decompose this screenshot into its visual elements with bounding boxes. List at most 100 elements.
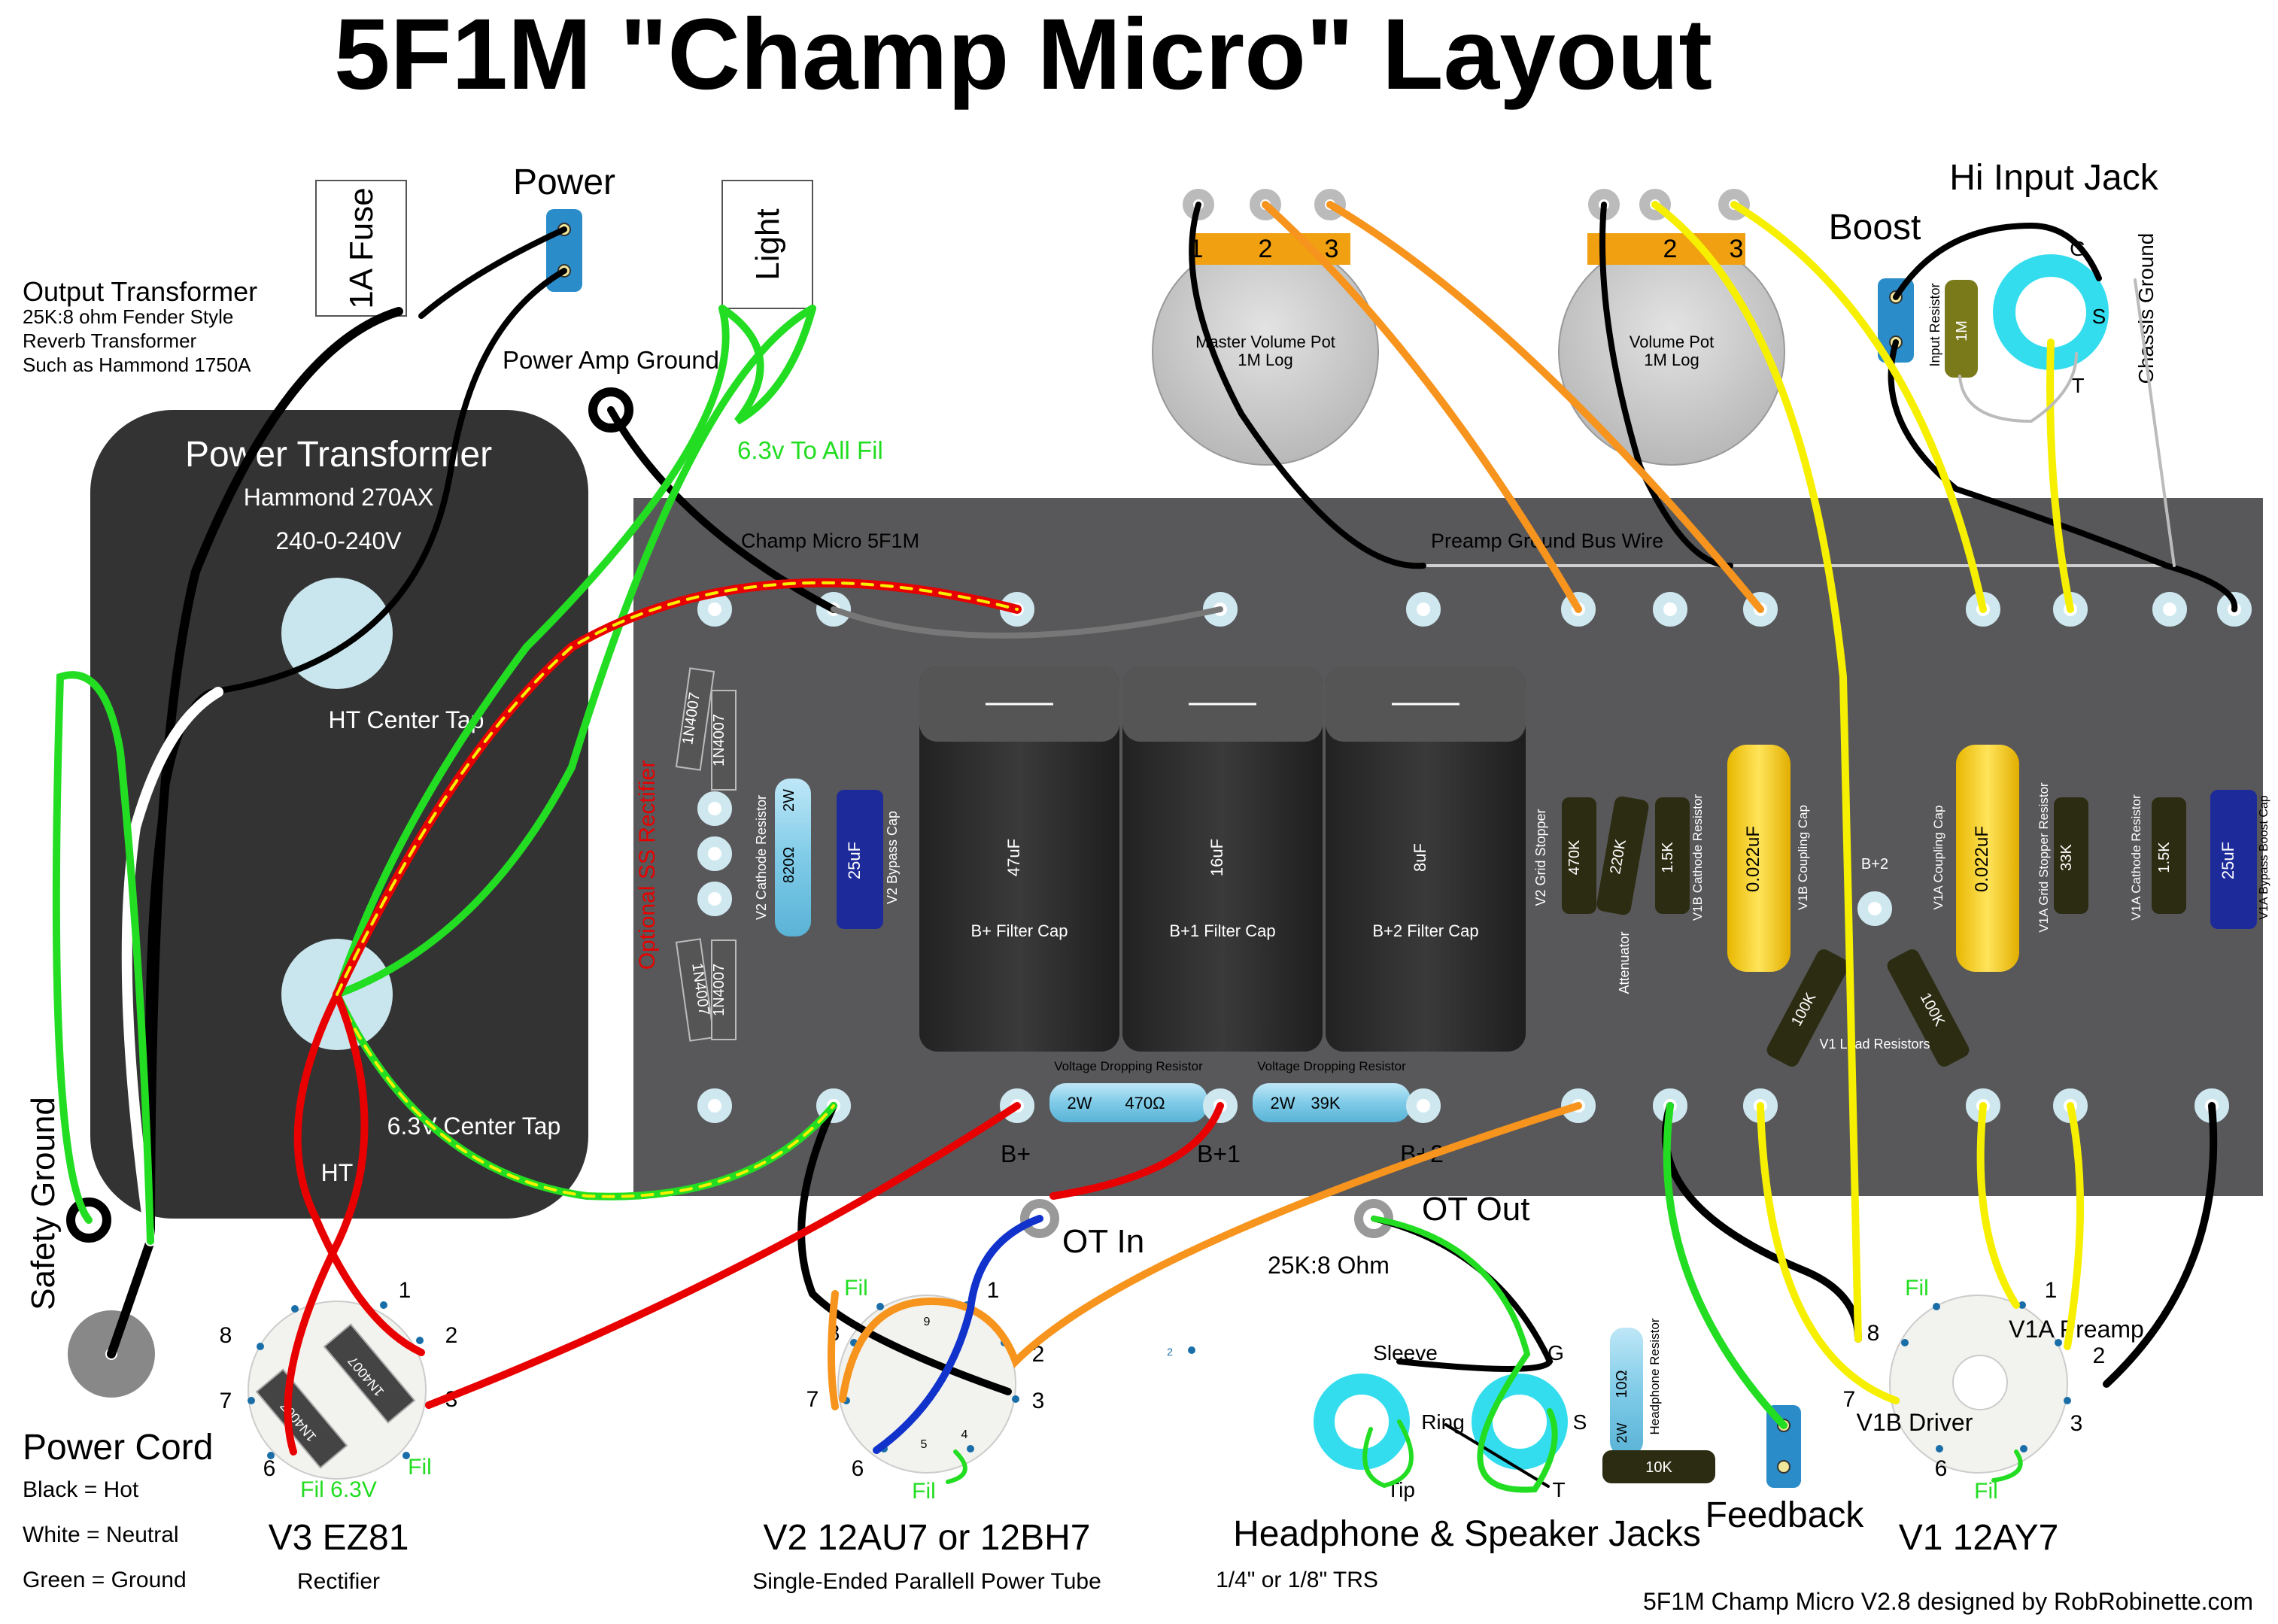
headphone-resistor	[1610, 1328, 1643, 1456]
ot-ratio-label: 25K:8 Ohm	[1268, 1252, 1390, 1279]
preamp-bus-label: Preamp Ground Bus Wire	[1431, 530, 1663, 552]
jacks-sub: 1/4" or 1/8" TRS	[1216, 1568, 1378, 1592]
feedback-switch[interactable]	[1766, 1405, 1801, 1488]
v1b-cathode-label: V1B Cathode Resistor	[1690, 794, 1705, 921]
v1a-bypass-value: 25uF	[2219, 842, 2237, 879]
ot-title: Output Transformer	[23, 276, 257, 307]
v1a-cathode-label: V1A Cathode Resistor	[2129, 794, 2143, 921]
wires	[52, 201, 2238, 1493]
ot-line1: 25K:8 ohm Fender Style	[23, 305, 233, 328]
boost-switch[interactable]	[1878, 278, 1914, 363]
pt-title: Power Transformer	[185, 435, 492, 475]
dropping-1-label: Voltage Dropping Resistor	[1054, 1059, 1203, 1073]
volume-pot-taper: 1M Log	[1644, 351, 1699, 369]
v1a-grid-label: V1A Grid Stopper Resistor	[2037, 782, 2051, 933]
input-jack-s: S	[2092, 305, 2106, 328]
v1a-cathode-value: 1.5K	[2156, 842, 2173, 873]
v1b-coupling-value: 0.022uF	[1743, 826, 1763, 892]
headphone-resistor-value: 10Ω	[1614, 1370, 1630, 1398]
input-resistor	[1945, 280, 1978, 378]
cap-8uf-value: 8uF	[1411, 843, 1429, 872]
volume-pot-name: Volume Pot	[1630, 332, 1715, 351]
jack-ring: Ring	[1421, 1410, 1465, 1434]
power-cord-title: Power Cord	[23, 1428, 213, 1468]
dropping-1-value: 470Ω	[1125, 1094, 1165, 1113]
v2-pin-9: 9	[924, 1316, 931, 1328]
pt-voltage: 240-0-240V	[275, 527, 402, 554]
cap-8uf-label: B+2 Filter Cap	[1372, 921, 1478, 940]
master-lug-3: 3	[1325, 235, 1339, 263]
v3-pin-8: 8	[220, 1323, 232, 1348]
dropping-resistor-2	[1253, 1083, 1411, 1122]
ot-in-label: OT In	[1062, 1223, 1144, 1260]
power-amp-ground-label: Power Amp Ground	[503, 346, 719, 374]
v2-fil-bottom: Fil	[912, 1479, 936, 1504]
speaker-jack[interactable]	[1472, 1374, 1568, 1470]
v3-pin-6: 6	[263, 1456, 276, 1481]
dropping-resistor-1	[1049, 1083, 1207, 1122]
load-resistors-label: V1 Load Resistors	[1819, 1037, 1930, 1052]
pt-ht-label: HT	[321, 1159, 354, 1186]
v1a-grid-value: 33K	[2058, 844, 2075, 871]
v1-fil-top: Fil	[1905, 1276, 1929, 1301]
optional-ss-label: Optional SS Rectifier	[635, 760, 660, 970]
filter-cap-47uf: 47uF B+ Filter Cap	[919, 666, 1119, 1052]
v1a-coupling-cap	[1956, 745, 2019, 972]
headphone-jack[interactable]	[1314, 1374, 1410, 1470]
ot-out-label: OT Out	[1422, 1191, 1529, 1228]
cap-16uf-value: 16uF	[1207, 839, 1226, 876]
power-switch-label: Power	[513, 162, 615, 202]
v1a-coupling-value: 0.022uF	[1972, 826, 1992, 892]
v1-center-hole	[1952, 1355, 2008, 1410]
v1a-coupling-label: V1A Coupling Cap	[1931, 806, 1945, 910]
attenuator-resistor	[1596, 796, 1649, 915]
filter-cap-16uf: 16uF B+1 Filter Cap	[1122, 666, 1323, 1052]
v2-pin-3: 3	[1032, 1389, 1045, 1413]
volume-lug-3: 3	[1730, 235, 1744, 263]
v3-fil-label-2: Fil	[408, 1455, 432, 1480]
v3-pin-2: 2	[445, 1323, 458, 1348]
input-jack-t: T	[2071, 374, 2084, 397]
power-cord-black: Black = Hot	[23, 1477, 139, 1502]
jack-t: T	[1552, 1478, 1565, 1501]
stray-label: 2	[1167, 1346, 1173, 1358]
power-switch[interactable]	[546, 209, 582, 292]
v1a-bypass-cap	[2210, 790, 2257, 929]
jack-s: S	[1573, 1410, 1587, 1434]
diode-2-label: 1N4007	[711, 714, 727, 766]
jacks-title: Headphone & Speaker Jacks	[1233, 1514, 1701, 1554]
fuse-label: 1A Fuse	[343, 187, 380, 308]
v1-pin-8: 8	[1867, 1321, 1880, 1346]
dropping-2-label: Voltage Dropping Resistor	[1257, 1059, 1406, 1073]
v1-fil-bottom: Fil	[1974, 1479, 1998, 1504]
grid-stopper-value: 470K	[1566, 839, 1583, 875]
v1-pin-3: 3	[2070, 1411, 2083, 1436]
diode-4-label: 1N4007	[711, 964, 727, 1016]
bplus2-node-label: B+2	[1861, 856, 1888, 873]
cap-47uf-value: 47uF	[1004, 839, 1023, 876]
page-title: 5F1M "Champ Micro" Layout	[334, 0, 1712, 111]
v1b-cathode-resistor	[1655, 797, 1690, 914]
grid-stopper-resistor	[1562, 797, 1596, 914]
v1-pin-7: 7	[1843, 1387, 1856, 1412]
input-resistor-value: 1M	[1954, 320, 1970, 341]
board-name: Champ Micro 5F1M	[741, 530, 919, 552]
v2-sub: Single-Ended Parallell Power Tube	[752, 1569, 1101, 1594]
power-cord-white: White = Neutral	[23, 1522, 179, 1547]
v1-pin-6: 6	[1935, 1456, 1948, 1481]
v2-pin-4: 4	[961, 1428, 968, 1441]
input-resistor-label: Input Resistor	[1927, 283, 1942, 366]
headphone-resistor-label: Headphone Resistor	[1648, 1318, 1662, 1434]
ss-diodes	[675, 667, 737, 1042]
v3-pin-7: 7	[220, 1389, 232, 1413]
v2-cathode-label: V2 Cathode Resistor	[754, 795, 769, 920]
v2-pin-1: 1	[987, 1278, 1000, 1303]
v2-pin-7: 7	[806, 1387, 819, 1412]
bplus1-label: B+1	[1197, 1140, 1241, 1167]
v1-pin-2: 2	[2093, 1343, 2106, 1368]
feedback-switch-lug-2	[1777, 1460, 1791, 1474]
v2-pin-6: 6	[852, 1456, 864, 1481]
v2-name: V2 12AU7 or 12BH7	[764, 1518, 1091, 1558]
v2-cathode-watt: 2W	[781, 789, 797, 812]
fuse-holder	[315, 180, 407, 317]
